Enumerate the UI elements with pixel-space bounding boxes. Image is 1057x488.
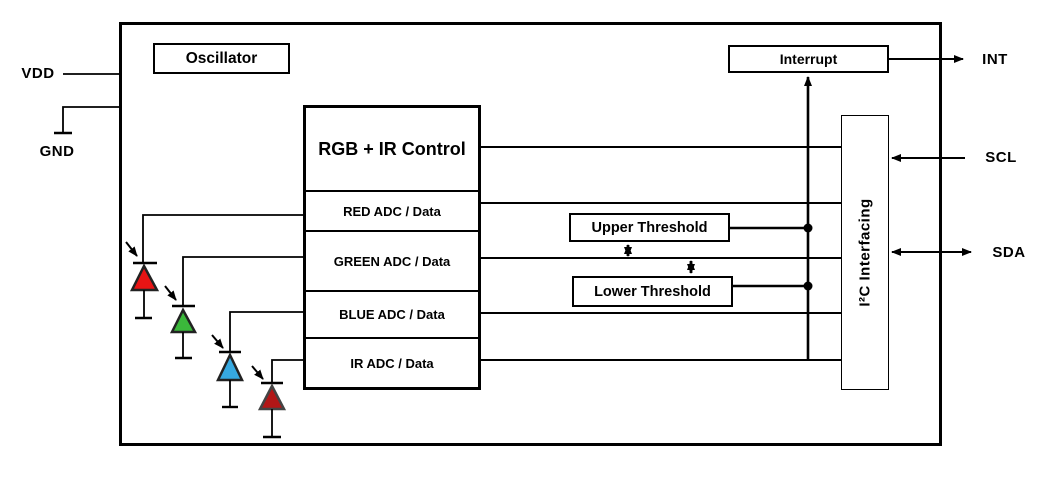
- threshold-compare-arrows: [624, 244, 695, 274]
- ir-adc-row: IR ADC / Data: [306, 337, 478, 387]
- red-photodiode: [125, 214, 305, 320]
- red-adc-row: RED ADC / Data: [306, 190, 478, 230]
- junction-dot: [803, 223, 813, 233]
- lower-threshold-label: Lower Threshold: [594, 283, 711, 300]
- gnd-wire: [54, 106, 119, 135]
- interrupt-label: Interrupt: [779, 51, 838, 67]
- oscillator-label: Oscillator: [185, 49, 258, 67]
- rgb-ir-control-block: RGB + IR Control RED ADC / Data GREEN AD…: [303, 105, 481, 390]
- control-title: RGB + IR Control: [318, 138, 466, 159]
- scl-pin-label: SCL: [985, 149, 1017, 166]
- i2c-interfacing-block: I²C Interfacing: [841, 115, 889, 390]
- red-light-arrow-icon: [125, 241, 138, 257]
- chip-boundary: [119, 22, 942, 446]
- interrupt-block: Interrupt: [728, 45, 889, 73]
- junction-dot: [803, 281, 813, 291]
- sda-pin-label: SDA: [992, 244, 1026, 261]
- green-photodiode: [164, 256, 305, 360]
- blue-light-arrow-icon: [211, 334, 224, 349]
- data-bus-lines: [481, 146, 841, 361]
- ir-photodiode: [251, 359, 305, 439]
- green-light-arrow-icon: [164, 285, 177, 301]
- green-adc-row: GREEN ADC / Data: [306, 230, 478, 290]
- upper-threshold-label: Upper Threshold: [591, 219, 708, 236]
- vdd-pin-label: VDD: [21, 65, 55, 82]
- int-pin-label: INT: [982, 51, 1008, 68]
- ir-light-arrow-icon: [251, 365, 264, 380]
- oscillator-block: Oscillator: [153, 43, 290, 74]
- interrupt-signal-line: [730, 76, 813, 360]
- i2c-interfacing-label: I²C Interfacing: [856, 198, 874, 307]
- blue-photodiode: [211, 311, 305, 409]
- upper-threshold-block: Upper Threshold: [569, 213, 730, 242]
- external-pin-arrows: [889, 55, 972, 256]
- lower-threshold-block: Lower Threshold: [572, 276, 733, 307]
- blue-adc-row: BLUE ADC / Data: [306, 290, 478, 337]
- gnd-pin-label: GND: [39, 143, 75, 160]
